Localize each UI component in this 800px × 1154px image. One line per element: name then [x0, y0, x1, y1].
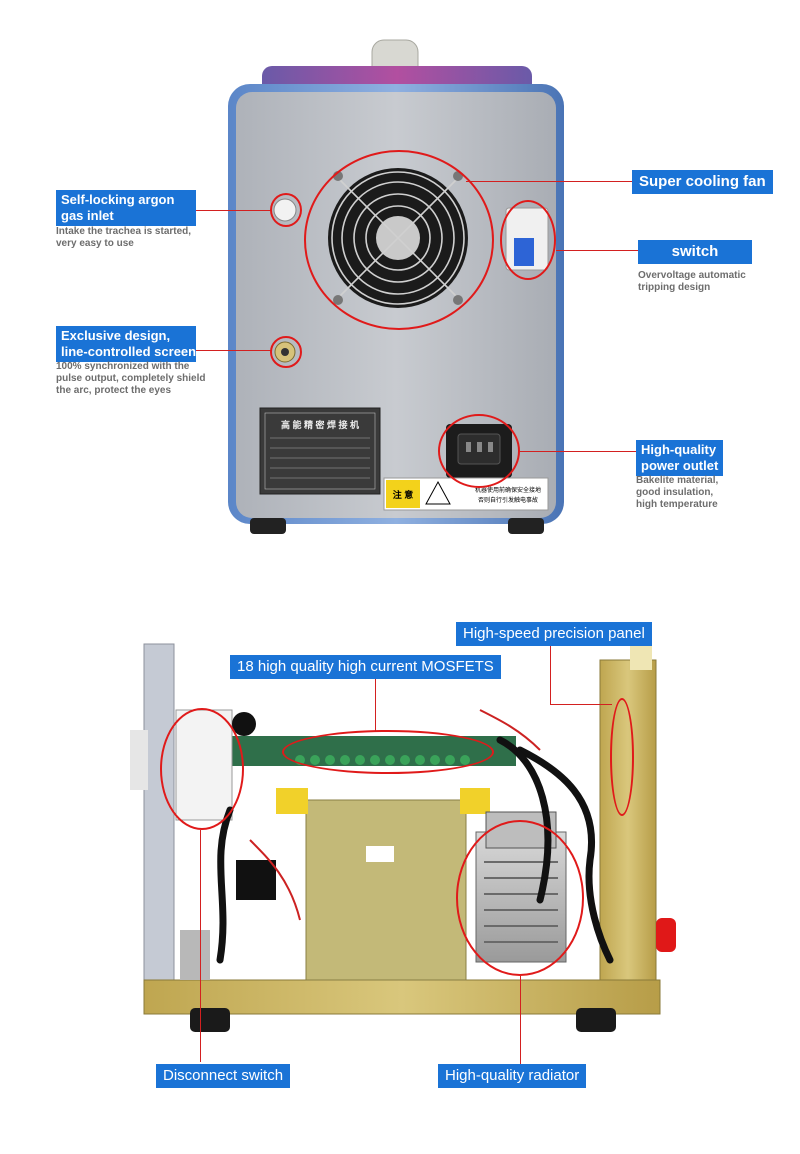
switch-label: switch: [638, 240, 752, 264]
cooling-fan-title: Super cooling fan: [639, 173, 766, 190]
fan-callout-line: [466, 181, 632, 182]
mosfets-highlight-ring: [282, 730, 494, 774]
argon-inlet-desc-line2: very easy to use: [56, 238, 134, 249]
nameplate-title: 高 能 精 密 焊 接 机: [281, 419, 359, 430]
disconnect-switch-highlight-ring: [160, 708, 244, 830]
screen-label: Exclusive design, line-controlled screen: [56, 326, 196, 362]
screen-connector-highlight-ring: [270, 336, 302, 368]
power-outlet-description: Bakelite material, good insulation, high…: [636, 475, 718, 511]
argon-inlet-title-line1: Self-locking argon: [61, 192, 175, 207]
switch-highlight-ring: [500, 200, 556, 280]
disconnect-switch-label: Disconnect switch: [156, 1064, 291, 1088]
precision-panel-line-d: [550, 704, 612, 705]
disconnect-callout-line: [200, 830, 201, 1062]
screen-title-line2: line-controlled screen: [61, 344, 197, 359]
screen-desc-line1: 100% synchronized with the: [56, 361, 190, 372]
switch-title: switch: [671, 243, 719, 260]
argon-callout-line: [195, 210, 271, 211]
switch-description: Overvoltage automatic tripping design: [638, 270, 746, 294]
argon-inlet-highlight-ring: [270, 193, 302, 227]
screen-title-line1: Exclusive design,: [61, 328, 171, 343]
warning-symbol: 注 意: [393, 489, 414, 500]
warning-text-line1: 机器使用前确保安全接地: [475, 486, 541, 494]
disconnect-switch-title: Disconnect switch: [163, 1067, 284, 1084]
argon-inlet-title-line2: gas inlet: [61, 208, 114, 223]
cooling-fan-label: Super cooling fan: [632, 170, 773, 194]
outlet-highlight-ring: [438, 414, 520, 488]
mosfets-label: 18 high quality high current MOSFETS: [230, 655, 501, 679]
argon-inlet-desc-line1: Intake the trachea is started,: [56, 226, 192, 237]
switch-desc-line2: tripping design: [638, 282, 711, 293]
fan-highlight-ring: [304, 150, 494, 330]
screen-desc-line2: pulse output, completely shield: [56, 373, 206, 384]
radiator-highlight-ring: [456, 820, 584, 976]
power-outlet-desc-line2: good insulation,: [636, 487, 714, 498]
power-outlet-label: High-quality power outlet: [636, 440, 724, 476]
power-outlet-title-line1: High-quality: [641, 442, 717, 457]
power-outlet-title-line2: power outlet: [641, 458, 719, 473]
radiator-title: High-quality radiator: [445, 1067, 580, 1084]
mosfets-callout-line: [375, 678, 376, 732]
argon-inlet-label: Self-locking argon gas inlet: [56, 190, 196, 226]
switch-desc-line1: Overvoltage automatic: [638, 270, 746, 281]
precision-panel-highlight-ring: [610, 698, 634, 816]
screen-description: 100% synchronized with the pulse output,…: [56, 361, 205, 397]
warning-text-line2: 否则自行引发触电事故: [478, 496, 538, 504]
power-outlet-desc-line1: Bakelite material,: [636, 475, 719, 486]
precision-panel-title: High-speed precision panel: [463, 625, 645, 642]
outlet-callout-line: [520, 451, 636, 452]
screen-callout-line: [195, 350, 271, 351]
power-outlet-desc-line3: high temperature: [636, 499, 718, 510]
precision-panel-line-h: [550, 645, 551, 705]
precision-panel-label: High-speed precision panel: [456, 622, 652, 646]
screen-desc-line3: the arc, protect the eyes: [56, 385, 172, 396]
switch-callout-line: [556, 250, 640, 251]
radiator-label: High-quality radiator: [438, 1064, 587, 1088]
mosfets-title: 18 high quality high current MOSFETS: [237, 658, 494, 675]
radiator-callout-line: [520, 976, 521, 1064]
argon-inlet-description: Intake the trachea is started, very easy…: [56, 226, 191, 250]
